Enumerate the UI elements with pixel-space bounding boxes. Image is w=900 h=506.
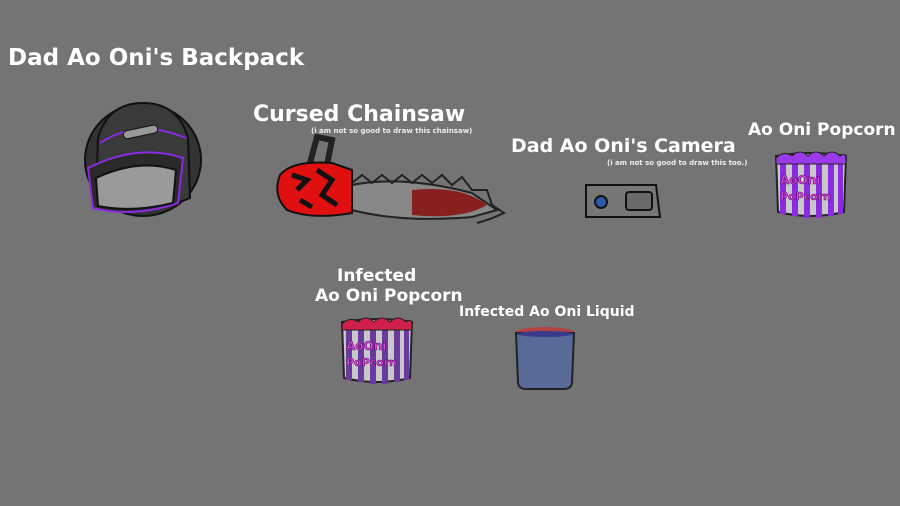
camera-image — [585, 184, 662, 218]
infected-popcorn-title-line2: Ao Oni Popcorn — [315, 286, 463, 306]
infected-popcorn-title-line1: Infected — [337, 266, 417, 286]
infected-popcorn-image: AoOni PoPcorn — [340, 317, 414, 384]
camera-title: Dad Ao Oni's Camera — [511, 135, 736, 157]
infected-popcorn-bucket-text-1: AoOni — [346, 339, 386, 353]
popcorn-bucket-text-2: PoPcorn — [780, 190, 831, 203]
chainsaw-title: Cursed Chainsaw — [253, 102, 466, 127]
infected-liquid-title: Infected Ao Oni Liquid — [459, 304, 635, 320]
backpack-title: Dad Ao Oni's Backpack — [8, 45, 305, 71]
popcorn-image: AoOni PoPcorn — [774, 151, 848, 218]
camera-note: (i am not so good to draw this too.) — [607, 159, 748, 167]
chainsaw-image — [276, 133, 507, 224]
popcorn-title: Ao Oni Popcorn — [748, 120, 896, 140]
infected-liquid-image — [514, 327, 576, 390]
popcorn-bucket-text-1: AoOni — [780, 173, 820, 187]
chainsaw-note: (i am not so good to draw this chainsaw) — [311, 127, 473, 135]
backpack-image — [84, 101, 202, 217]
infected-popcorn-bucket-text-2: PoPcorn — [346, 356, 397, 369]
